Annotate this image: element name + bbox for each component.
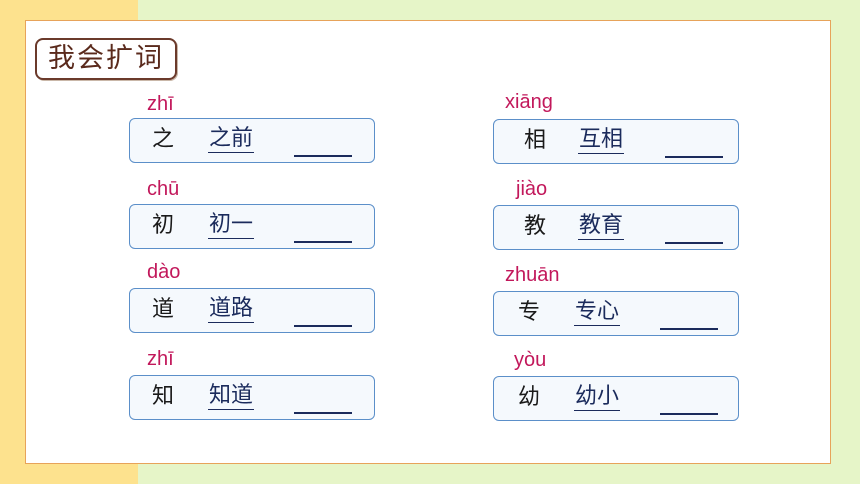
- pinyin-label: zhī: [147, 93, 174, 115]
- pinyin-label: dào: [147, 261, 181, 283]
- base-character: 教: [524, 214, 547, 239]
- word-card: 道 道路: [129, 288, 375, 333]
- base-character: 相: [524, 128, 547, 153]
- example-word: 互相: [578, 127, 625, 154]
- word-card: 相 互相: [493, 119, 739, 164]
- pinyin-label: yòu: [514, 349, 547, 371]
- answer-blank[interactable]: [660, 413, 718, 415]
- pinyin-label: chū: [147, 178, 180, 200]
- pinyin-label: xiāng: [505, 91, 553, 113]
- example-word: 初一: [208, 212, 255, 239]
- answer-blank[interactable]: [294, 325, 352, 327]
- base-character: 幼: [518, 385, 541, 410]
- pinyin-label: jiào: [516, 178, 548, 200]
- base-character: 道: [152, 297, 175, 322]
- answer-blank[interactable]: [665, 242, 723, 244]
- pinyin-label: zhī: [147, 348, 174, 370]
- base-character: 之: [152, 127, 175, 152]
- word-card: 幼 幼小: [493, 376, 739, 421]
- pinyin-label: zhuān: [505, 264, 560, 286]
- answer-blank[interactable]: [660, 328, 718, 330]
- answer-blank[interactable]: [294, 412, 352, 414]
- word-card: 知 知道: [129, 375, 375, 420]
- base-character: 初: [152, 213, 175, 238]
- word-card: 初 初一: [129, 204, 375, 249]
- example-word: 道路: [208, 296, 255, 323]
- answer-blank[interactable]: [665, 156, 723, 158]
- example-word: 幼小: [574, 384, 621, 411]
- word-card: 专 专心: [493, 291, 739, 336]
- word-card: 教 教育: [493, 205, 739, 250]
- answer-blank[interactable]: [294, 241, 352, 243]
- word-card: 之 之前: [129, 118, 375, 163]
- base-character: 专: [518, 300, 541, 325]
- example-word: 之前: [208, 126, 255, 153]
- base-character: 知: [152, 384, 175, 409]
- example-word: 专心: [574, 299, 621, 326]
- section-title: 我会扩词: [35, 38, 177, 80]
- answer-blank[interactable]: [294, 155, 352, 157]
- example-word: 教育: [578, 213, 625, 240]
- example-word: 知道: [208, 383, 255, 410]
